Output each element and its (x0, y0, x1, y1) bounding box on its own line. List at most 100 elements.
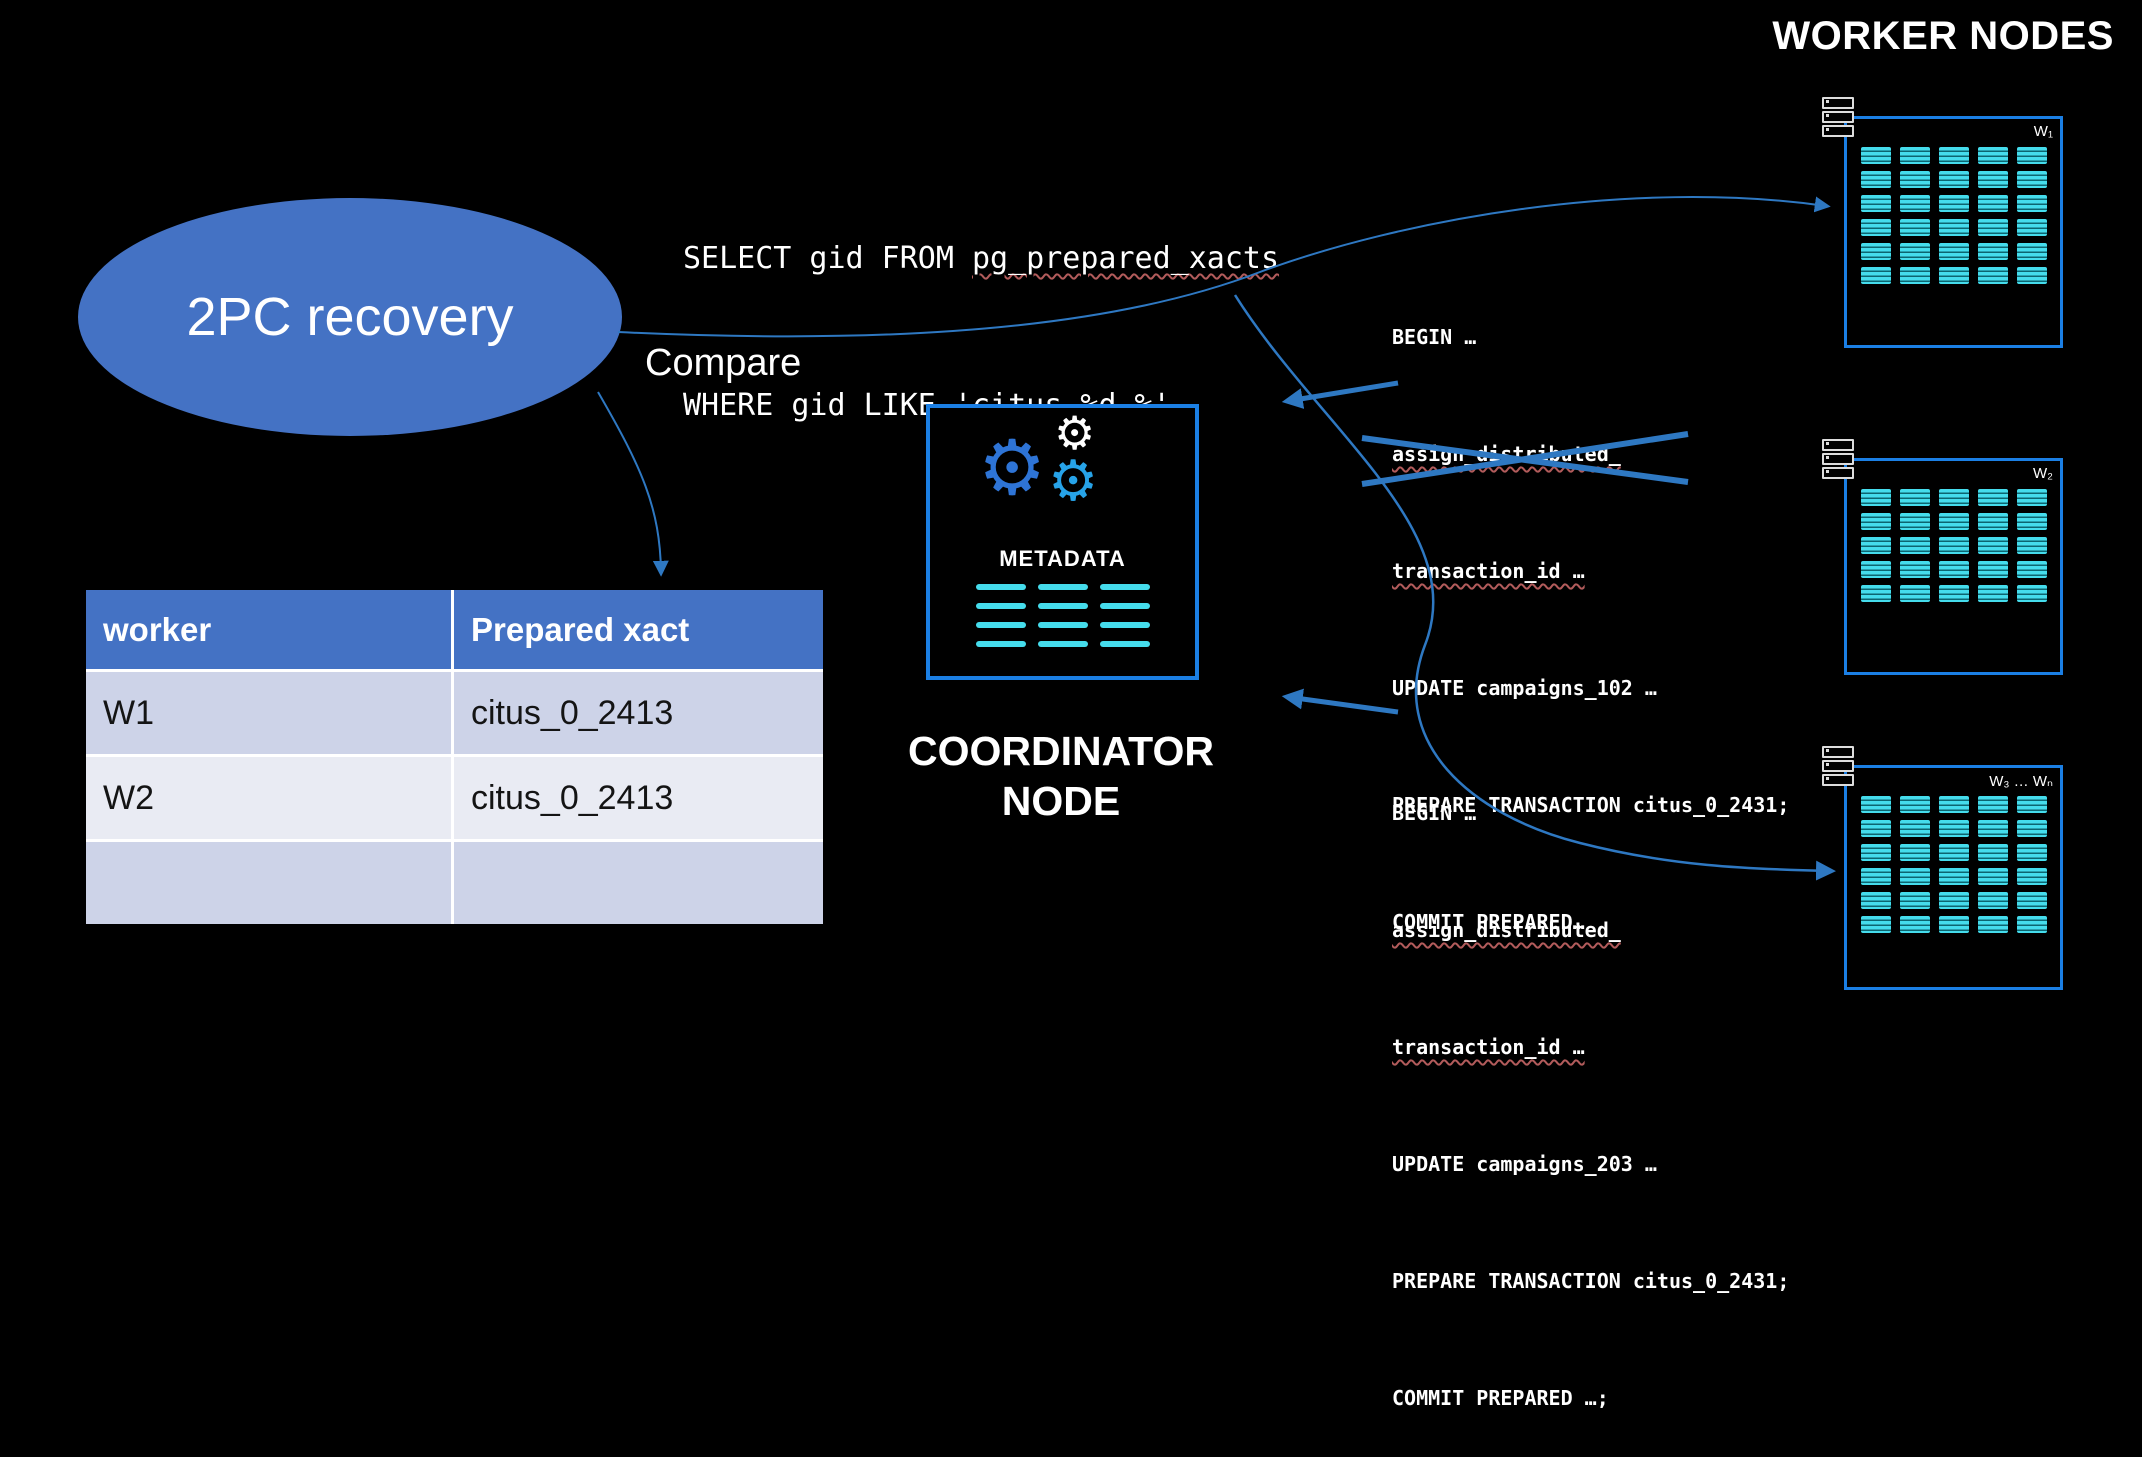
shard-icon (1977, 171, 2008, 188)
shard-icon (1899, 844, 1930, 861)
shard-icon (1938, 561, 1969, 578)
shard-icon (1977, 916, 2008, 933)
metadata-label: METADATA (999, 546, 1126, 571)
tx-line: BEGIN … (1392, 325, 1477, 349)
gear-icon-white: ⚙ (1054, 406, 1096, 460)
shard-icon (1938, 195, 1969, 212)
metadata-list-bar (976, 584, 1026, 590)
metadata-list-bar (1100, 622, 1150, 628)
worker-node-label-w3: W₃ … Wₙ (1989, 773, 2053, 790)
shard-icon (1899, 147, 1930, 164)
worker-node-label-w1: W₁ (2033, 123, 2053, 140)
server-icon-bar (1822, 439, 1854, 451)
table-cell-worker-1: W1 (86, 672, 451, 754)
recovery-ellipse: 2PC recovery (78, 198, 622, 436)
shard-icon (2016, 195, 2047, 212)
shard-icon (1860, 916, 1891, 933)
shard-icon (1899, 796, 1930, 813)
shard-icon (2016, 489, 2047, 506)
shard-icon (1938, 537, 1969, 554)
table-cell-xact-3 (454, 842, 823, 924)
shard-icon (1938, 844, 1969, 861)
shard-icon (1977, 537, 2008, 554)
shard-icon (2016, 868, 2047, 885)
shard-icon (1938, 219, 1969, 236)
worker-node-box-w2: W₂ (1844, 458, 2063, 675)
shard-grid-w3 (1860, 796, 2047, 933)
metadata-list-bar (976, 622, 1026, 628)
metadata-list-icon (976, 584, 1150, 647)
shard-icon (2016, 820, 2047, 837)
shard-icon (1899, 243, 1930, 260)
sql-query-line1: SELECT gid FROM pg_prepared_xacts (683, 234, 1279, 283)
shard-icon (1938, 820, 1969, 837)
shard-icon (2016, 844, 2047, 861)
shard-icon (1899, 585, 1930, 602)
arrow-worker1-to-coordinator (1281, 380, 1399, 409)
sql-table-name: pg_prepared_xacts (971, 241, 1280, 276)
shard-icon (1860, 489, 1891, 506)
shard-icon (1938, 147, 1969, 164)
shard-icon (2016, 267, 2047, 284)
shard-icon (1977, 892, 2008, 909)
shard-icon (1860, 585, 1891, 602)
shard-icon (2016, 171, 2047, 188)
table-cell-worker-3 (86, 842, 451, 924)
shard-icon (1860, 243, 1891, 260)
shard-icon (1938, 796, 1969, 813)
shard-icon (2016, 561, 2047, 578)
shard-icon (1938, 585, 1969, 602)
shard-icon (1860, 171, 1891, 188)
server-icon-bar (1822, 760, 1854, 772)
coordinator-node-caption: COORDINATOR NODE (846, 726, 1276, 826)
shard-icon (1938, 868, 1969, 885)
shard-icon (2016, 243, 2047, 260)
worker-node-box-w1: W₁ (1844, 116, 2063, 348)
table-header-worker: worker (86, 590, 451, 669)
shard-icon (1899, 267, 1930, 284)
comparison-table: worker Prepared xact W1 citus_0_2413 W2 … (86, 590, 823, 924)
shard-icon (1860, 868, 1891, 885)
sql-text: SELECT gid FROM (683, 241, 972, 276)
arrow-worker3-to-coordinator (1281, 688, 1399, 715)
shard-icon (1977, 820, 2008, 837)
server-icon (1822, 746, 1854, 786)
table-cell-xact-2: citus_0_2413 (454, 757, 823, 839)
metadata-list-bar (1038, 622, 1088, 628)
shard-icon (1899, 219, 1930, 236)
server-icon-bar (1822, 467, 1854, 479)
shard-icon (1899, 892, 1930, 909)
metadata-list-bar (976, 641, 1026, 647)
coordinator-node-box: ⚙ ⚙ ⚙ METADATA (926, 404, 1199, 680)
shard-icon (1977, 147, 2008, 164)
server-icon-bar (1822, 453, 1854, 465)
shard-icon (1938, 267, 1969, 284)
shard-icon (1977, 489, 2008, 506)
shard-icon (1899, 171, 1930, 188)
shard-icon (1899, 561, 1930, 578)
tx-line: transaction_id … (1392, 1035, 1585, 1059)
metadata-list-bar (1100, 603, 1150, 609)
shard-icon (1899, 195, 1930, 212)
coordinator-caption-line1: COORDINATOR (908, 728, 1214, 774)
sql-text: WHERE gid LIKE (683, 388, 954, 423)
shard-icon (1860, 147, 1891, 164)
metadata-list-bar (1038, 641, 1088, 647)
shard-grid-w2 (1860, 489, 2047, 602)
shard-icon (1899, 537, 1930, 554)
tx-line: UPDATE campaigns_102 … (1392, 676, 1657, 700)
shard-icon (1977, 195, 2008, 212)
metadata-list-bar (976, 603, 1026, 609)
server-icon-bar (1822, 97, 1854, 109)
shard-icon (1977, 267, 2008, 284)
shard-icon (1860, 820, 1891, 837)
table-cell-xact-1: citus_0_2413 (454, 672, 823, 754)
shard-icon (1860, 513, 1891, 530)
shard-icon (1938, 916, 1969, 933)
gear-icon-light-blue: ⚙ (1048, 449, 1099, 514)
tx-line: UPDATE campaigns_203 … (1392, 1152, 1657, 1176)
tx-line-commit-crossed: COMMIT PREPARED… (1392, 910, 1585, 934)
worker-nodes-title: WORKER NODES (1772, 14, 2114, 58)
server-icon-bar (1822, 746, 1854, 758)
table-cell-worker-2: W2 (86, 757, 451, 839)
